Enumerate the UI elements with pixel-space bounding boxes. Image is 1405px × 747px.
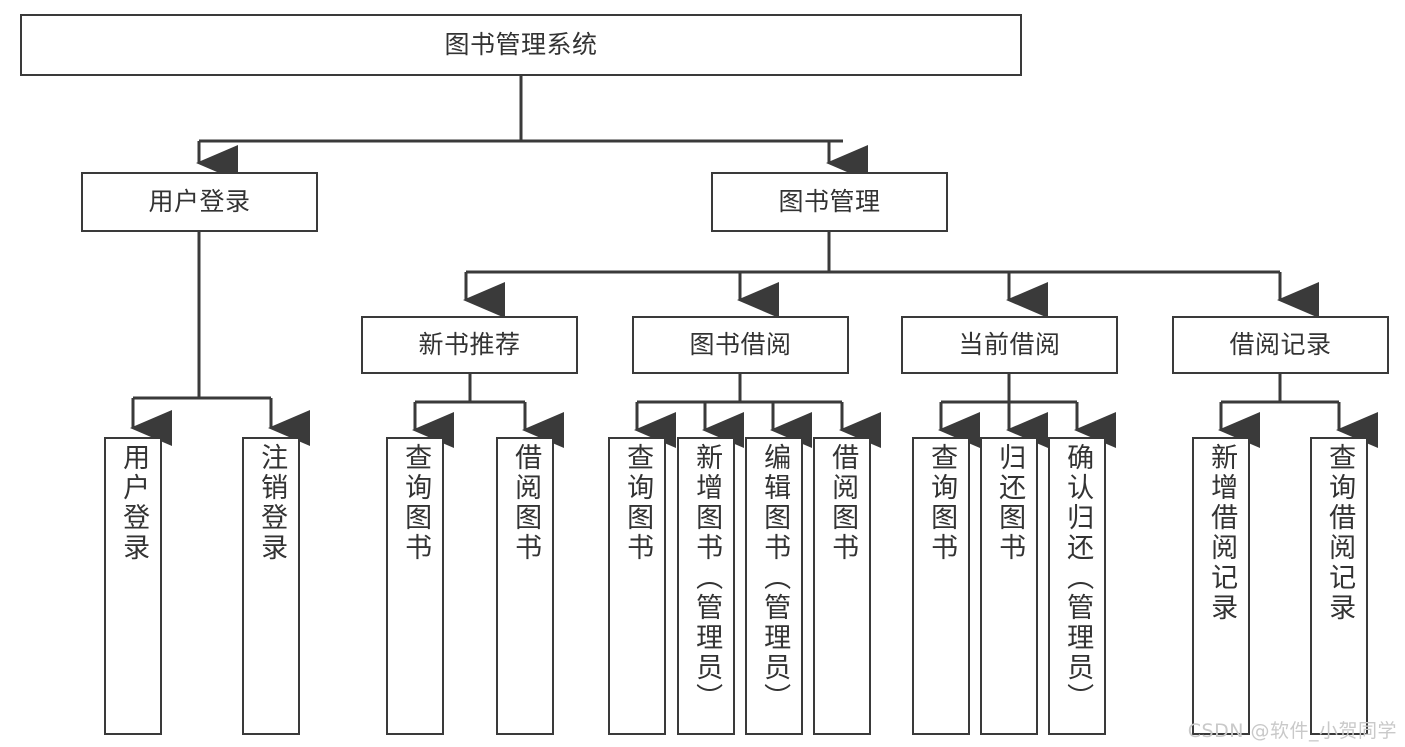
leaf-query-book-borrow[interactable]: 查询图书 <box>608 437 666 735</box>
node-label: 当前借阅 <box>958 329 1061 359</box>
node-user-login[interactable]: 用户登录 <box>81 172 318 232</box>
leaf-borrow-book-recommend[interactable]: 借阅图书 <box>496 437 554 735</box>
node-book-borrow[interactable]: 图书借阅 <box>632 316 849 374</box>
node-label: 确认归还（管理员） <box>1062 443 1094 713</box>
node-new-book-recommend[interactable]: 新书推荐 <box>361 316 578 374</box>
leaf-return-book[interactable]: 归还图书 <box>980 437 1038 735</box>
node-label: 注销登录 <box>256 443 288 563</box>
leaf-query-book-current[interactable]: 查询图书 <box>912 437 970 735</box>
leaf-query-book-recommend[interactable]: 查询图书 <box>386 437 444 735</box>
node-label: 图书借阅 <box>689 329 792 359</box>
node-label: 编辑图书（管理员） <box>759 443 791 713</box>
leaf-edit-book-admin[interactable]: 编辑图书（管理员） <box>745 437 803 735</box>
node-label: 图书管理 <box>778 186 881 216</box>
leaf-logout-login[interactable]: 注销登录 <box>242 437 300 735</box>
node-current-borrow[interactable]: 当前借阅 <box>901 316 1118 374</box>
csdn-watermark: CSDN @软件_小贺同学 <box>1187 720 1397 742</box>
node-label: 查询图书 <box>622 443 654 563</box>
node-label: 用户登录 <box>148 186 251 216</box>
leaf-confirm-return-admin[interactable]: 确认归还（管理员） <box>1048 437 1106 735</box>
leaf-add-borrow-record[interactable]: 新增借阅记录 <box>1192 437 1250 735</box>
node-label: 借阅图书 <box>827 443 859 563</box>
node-label: 新增借阅记录 <box>1206 443 1238 623</box>
node-label: 新增图书（管理员） <box>691 443 723 713</box>
node-label: 归还图书 <box>994 443 1026 563</box>
node-book-management[interactable]: 图书管理 <box>711 172 948 232</box>
leaf-query-borrow-record[interactable]: 查询借阅记录 <box>1310 437 1368 735</box>
node-label: 查询借阅记录 <box>1324 443 1356 623</box>
node-label: 用户登录 <box>118 443 150 563</box>
leaf-add-book-admin[interactable]: 新增图书（管理员） <box>677 437 735 735</box>
node-label: 图书管理系统 <box>444 29 598 59</box>
node-borrow-record[interactable]: 借阅记录 <box>1172 316 1389 374</box>
leaf-borrow-book[interactable]: 借阅图书 <box>813 437 871 735</box>
node-label: 查询图书 <box>926 443 958 563</box>
node-label: 新书推荐 <box>418 329 521 359</box>
node-label: 借阅记录 <box>1229 329 1332 359</box>
node-label: 借阅图书 <box>510 443 542 563</box>
node-label: 查询图书 <box>400 443 432 563</box>
node-root-system[interactable]: 图书管理系统 <box>20 14 1022 76</box>
leaf-user-login[interactable]: 用户登录 <box>104 437 162 735</box>
